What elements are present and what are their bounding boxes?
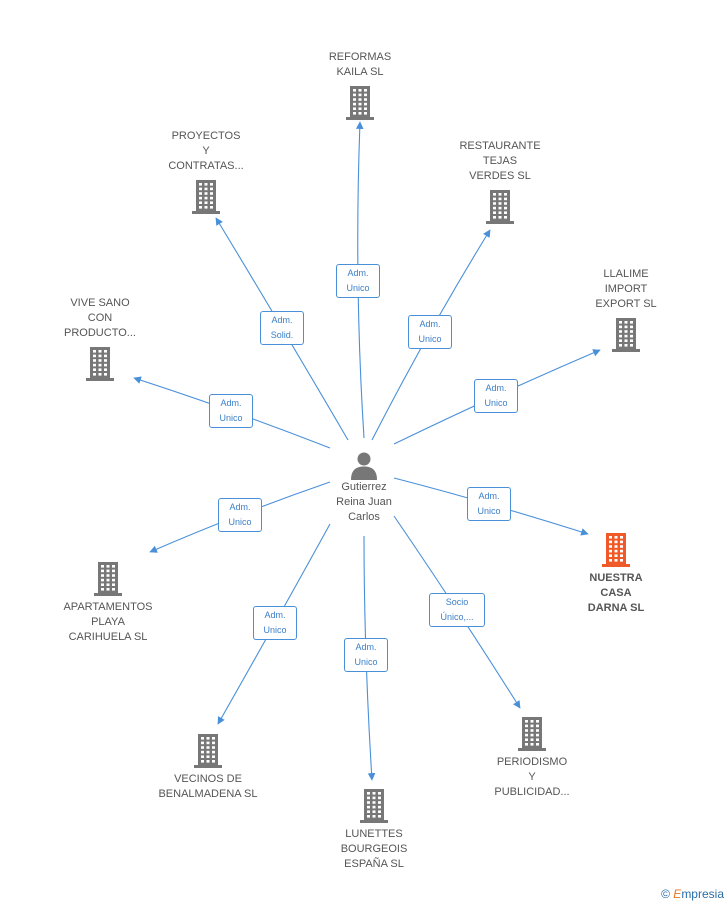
relation-badge-reformas[interactable]: Adm. Unico bbox=[336, 264, 380, 298]
relation-badge-restaurante[interactable]: Adm. Unico bbox=[408, 315, 452, 349]
company-node-reformas[interactable]: REFORMAS KAILA SL bbox=[295, 50, 425, 120]
company-label-line: PERIODISMO bbox=[496, 756, 568, 768]
relation-badge-line: Unico bbox=[484, 398, 508, 408]
relation-badge-line: Socio bbox=[445, 597, 469, 607]
company-label-line: Y bbox=[528, 771, 536, 783]
company-label-line: CON bbox=[87, 312, 113, 324]
relation-badge-line: Unico bbox=[354, 657, 378, 667]
building-icon bbox=[486, 190, 514, 224]
company-label-line: PROYECTOS bbox=[171, 130, 241, 142]
building-icon bbox=[192, 180, 220, 214]
company-label-line: RESTAURANTE bbox=[459, 140, 541, 152]
company-node-nuestra[interactable]: NUESTRA CASA DARNA SL bbox=[551, 533, 681, 616]
relation-badge-line: Adm. bbox=[271, 315, 293, 325]
relation-badge-line: Adm. bbox=[355, 642, 377, 652]
person-name-line-2: Reina Juan bbox=[336, 496, 392, 508]
company-label-line: BOURGEOIS bbox=[340, 843, 408, 855]
company-label-line: Y bbox=[202, 145, 210, 157]
company-label-line: PLAYA bbox=[91, 616, 125, 628]
building-icon bbox=[194, 734, 222, 768]
building-icon bbox=[602, 533, 630, 567]
company-label-line: DARNA SL bbox=[587, 602, 645, 614]
relation-badge-line: Adm. bbox=[347, 268, 369, 278]
relation-badge-line: Adm. bbox=[478, 491, 500, 501]
relation-badge-line: Adm. bbox=[419, 319, 441, 329]
company-node-restaurante[interactable]: RESTAURANTE TEJAS VERDES SL bbox=[435, 139, 565, 224]
building-icon bbox=[360, 789, 388, 823]
company-label-line: VIVE SANO bbox=[70, 297, 130, 309]
company-label-line: REFORMAS bbox=[328, 51, 392, 63]
company-node-proyectos[interactable]: PROYECTOS Y CONTRATAS... bbox=[141, 129, 271, 214]
company-label-line: PRODUCTO... bbox=[64, 327, 136, 339]
company-node-llalime[interactable]: LLALIME IMPORT EXPORT SL bbox=[561, 267, 691, 352]
relation-badge-proyectos[interactable]: Adm. Solid. bbox=[260, 311, 304, 345]
company-node-lunettes[interactable]: LUNETTES BOURGEOIS ESPAÑA SL bbox=[309, 789, 439, 872]
relation-badge-line: Unico bbox=[263, 625, 287, 635]
relation-badge-apartamentos[interactable]: Adm. Unico bbox=[218, 498, 262, 532]
company-node-vive[interactable]: VIVE SANO CON PRODUCTO... bbox=[35, 296, 165, 381]
company-label-line: LLALIME bbox=[603, 268, 649, 280]
person-name-line-1: Gutierrez bbox=[341, 481, 387, 493]
relation-badge-line: Adm. bbox=[220, 398, 242, 408]
person-icon bbox=[351, 452, 377, 480]
company-label-line: NUESTRA bbox=[589, 572, 643, 584]
company-label-line: ESPAÑA SL bbox=[344, 858, 404, 870]
relation-badge-nuestra[interactable]: Adm. Unico bbox=[467, 487, 511, 521]
relation-badge-line: Unico bbox=[477, 506, 501, 516]
relation-badge-line: Unico bbox=[228, 517, 252, 527]
company-label-line: CARIHUELA SL bbox=[68, 631, 148, 643]
company-node-vecinos[interactable]: VECINOS DE BENALMADENA SL bbox=[143, 734, 273, 802]
relation-badge-line: Adm. bbox=[229, 502, 251, 512]
company-label-line: TEJAS bbox=[482, 155, 518, 167]
company-label-line: BENALMADENA SL bbox=[158, 788, 258, 800]
relation-badge-line: Adm. bbox=[264, 610, 286, 620]
relation-badge-line: Unico bbox=[219, 413, 243, 423]
company-label-line: LUNETTES bbox=[345, 828, 403, 840]
building-icon bbox=[518, 717, 546, 751]
copyright-symbol: © bbox=[661, 887, 670, 901]
company-label-line: PUBLICIDAD... bbox=[494, 786, 570, 798]
building-icon bbox=[346, 86, 374, 120]
person-node[interactable]: Gutierrez Reina Juan Carlos bbox=[324, 450, 404, 525]
company-label-line: VERDES SL bbox=[469, 170, 531, 182]
building-icon bbox=[94, 562, 122, 596]
brand-initial: E bbox=[673, 887, 682, 901]
company-label-line: EXPORT SL bbox=[595, 298, 657, 310]
company-label-line: KAILA SL bbox=[336, 66, 384, 78]
relation-badge-lunettes[interactable]: Adm. Unico bbox=[344, 638, 388, 672]
relation-badge-line: Solid. bbox=[270, 330, 294, 340]
relation-badge-line: Único,... bbox=[440, 612, 474, 622]
building-icon bbox=[86, 347, 114, 381]
company-label-line: VECINOS DE bbox=[174, 773, 242, 785]
relation-badge-line: Unico bbox=[418, 334, 442, 344]
relation-badge-vive[interactable]: Adm. Unico bbox=[209, 394, 253, 428]
relation-badge-llalime[interactable]: Adm. Unico bbox=[474, 379, 518, 413]
company-node-apartamentos[interactable]: APARTAMENTOS PLAYA CARIHUELA SL bbox=[43, 562, 173, 645]
brand-name: mpresia bbox=[681, 887, 724, 901]
company-label-line: CONTRATAS... bbox=[168, 160, 244, 172]
relation-badge-vecinos[interactable]: Adm. Unico bbox=[253, 606, 297, 640]
company-label-line: APARTAMENTOS bbox=[63, 601, 153, 613]
person-name-line-3: Carlos bbox=[348, 511, 380, 523]
company-node-periodismo[interactable]: PERIODISMO Y PUBLICIDAD... bbox=[467, 717, 597, 800]
empresia-watermark: © Empresia bbox=[661, 887, 724, 901]
company-label-line: IMPORT bbox=[604, 283, 648, 295]
building-icon bbox=[612, 318, 640, 352]
relation-badge-line: Unico bbox=[346, 283, 370, 293]
relation-badge-line: Adm. bbox=[485, 383, 507, 393]
company-label-line: CASA bbox=[600, 587, 632, 599]
